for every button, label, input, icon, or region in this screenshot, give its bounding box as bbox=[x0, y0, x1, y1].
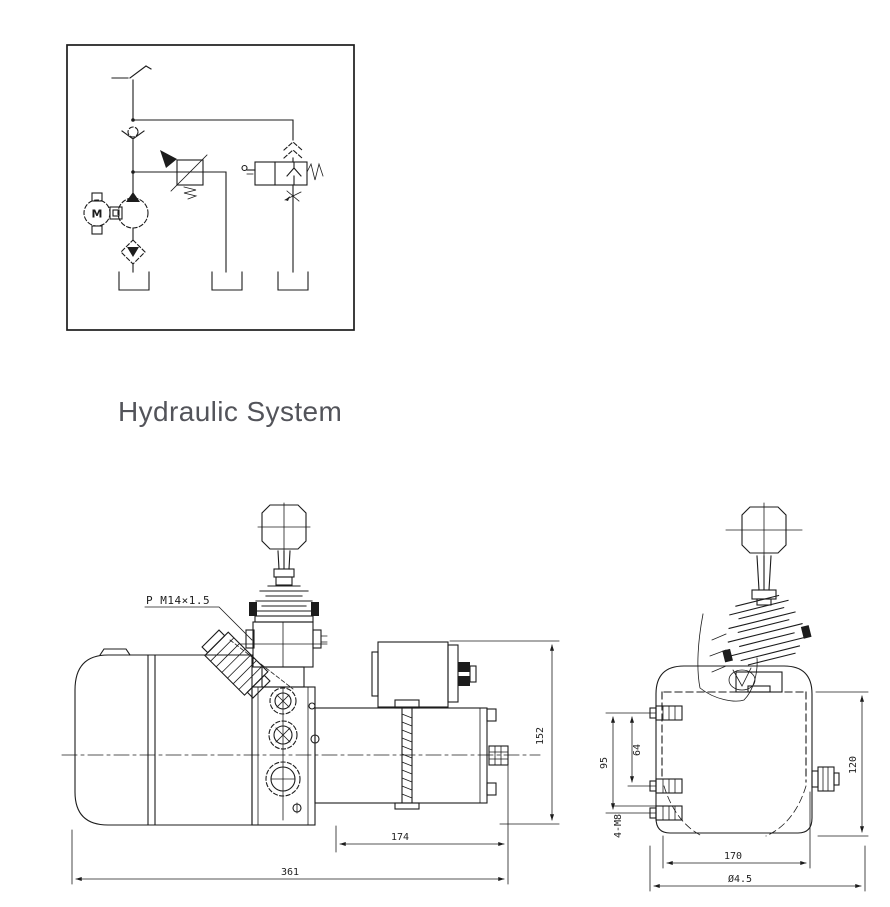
port-label: P M14×1.5 bbox=[146, 594, 210, 607]
joystick-valve-body bbox=[239, 621, 328, 688]
joystick-lever-end bbox=[697, 502, 812, 702]
page-title: Hydraulic System bbox=[118, 396, 343, 427]
valve-pedestal bbox=[735, 671, 783, 693]
filter-icon bbox=[120, 239, 146, 273]
check-valve-icon bbox=[121, 126, 145, 173]
tank-icon bbox=[211, 271, 243, 291]
tank-icon bbox=[118, 271, 150, 291]
port-circle bbox=[265, 761, 301, 797]
dim-height: 152 bbox=[535, 727, 546, 745]
dim-overall-length: 361 bbox=[281, 867, 299, 878]
dim-bolt-span-inner: 64 bbox=[632, 744, 643, 756]
dim-valve-motor-length: 174 bbox=[391, 832, 409, 843]
boot-cover bbox=[697, 613, 758, 702]
ball-knob bbox=[261, 504, 307, 550]
flow-restrictor-icon bbox=[284, 184, 302, 273]
motor-assembly bbox=[314, 641, 509, 810]
circuit-schematic: M bbox=[66, 44, 355, 331]
relief-valve-icon bbox=[132, 150, 227, 273]
dim-tank-width: 170 bbox=[724, 851, 742, 862]
joystick-lever bbox=[249, 502, 319, 623]
tie-rod bbox=[401, 713, 413, 799]
pilot-check-valve-icon bbox=[283, 141, 303, 163]
spring-icon bbox=[306, 162, 324, 181]
valve-block bbox=[251, 686, 320, 826]
port-circle bbox=[268, 720, 298, 750]
angled-fitting bbox=[201, 629, 271, 699]
port-circle bbox=[269, 687, 297, 715]
hex-plug bbox=[811, 766, 840, 792]
pilot-line bbox=[132, 119, 294, 141]
tank-end bbox=[655, 665, 813, 837]
motor-label: M bbox=[92, 208, 103, 221]
motor-icon: M bbox=[83, 192, 123, 235]
dim-height-end: 120 bbox=[848, 756, 859, 774]
start-solenoid bbox=[371, 641, 477, 708]
side-view: P M14×1.5 bbox=[61, 502, 560, 885]
mounting-bolts bbox=[649, 705, 683, 821]
bellows-boot bbox=[252, 585, 316, 617]
dim-bolt-span-outer: 95 bbox=[599, 757, 610, 769]
tank-icon bbox=[277, 271, 309, 291]
dimensions-side: 152 174 361 bbox=[71, 640, 560, 885]
pressure-connector bbox=[488, 745, 509, 766]
schematic-border bbox=[66, 44, 355, 331]
filler-cap bbox=[99, 648, 131, 656]
directional-valve-icon bbox=[241, 161, 324, 186]
dim-bolt-callout: 4-M8 bbox=[613, 814, 624, 838]
pump-icon bbox=[117, 171, 149, 241]
dim-mount-hole: Ø4.5 bbox=[728, 873, 752, 885]
end-view: 64 95 4-M8 120 170 Ø4.5 bbox=[599, 502, 869, 892]
switch-icon bbox=[111, 65, 152, 121]
dimensions-end: 64 95 4-M8 120 170 Ø4.5 bbox=[599, 691, 869, 892]
bellows-boot bbox=[722, 594, 812, 666]
ball-knob bbox=[741, 506, 787, 554]
port-axis-line bbox=[229, 639, 294, 690]
label-leader bbox=[144, 606, 253, 641]
